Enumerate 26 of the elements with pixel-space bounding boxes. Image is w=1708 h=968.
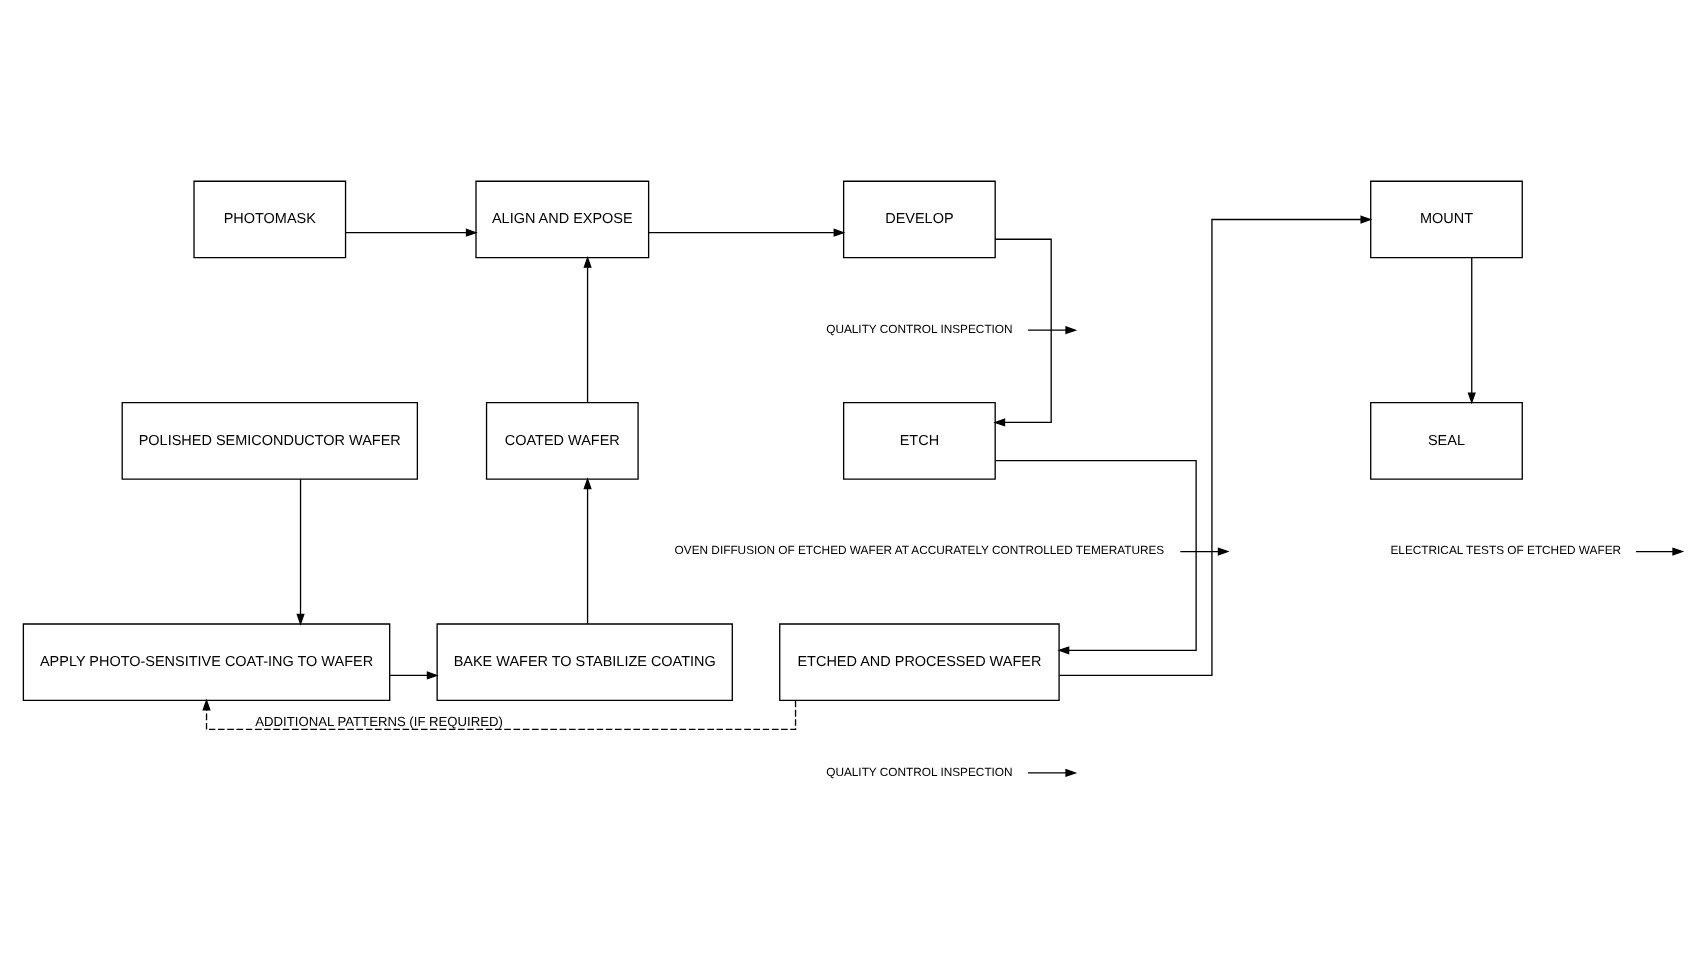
arrow [1058,214,1373,676]
node-box: BAKE WAFER TO STABILIZE COATING [436,622,733,701]
arrow [389,670,439,679]
arrow [1467,256,1476,404]
node-box: POLISHED SEMICONDUCTOR WAFER [121,400,419,479]
node-box: DEVELOP [843,179,996,258]
node-box: ALIGN AND EXPOSE [475,179,650,258]
arrow [1179,546,1230,555]
node-box: SEAL [1370,400,1523,479]
arrow [202,697,797,730]
arrow [648,227,846,236]
arrow [296,477,305,625]
arrow [1027,325,1078,334]
node-box: PHOTOMASK [193,179,347,258]
node-box: ETCH [843,400,996,479]
node-box: MOUNT [1370,179,1523,258]
arrow [345,227,478,236]
node-box: ETCHED AND PROCESSED WAFER [779,622,1060,701]
arrow [583,476,592,624]
node-box: COATED WAFER [485,400,639,479]
arrow [993,237,1052,426]
arrow [583,254,592,402]
node-box: APPLY PHOTO-SENSITIVE COAT-ING TO WAFER [22,622,391,701]
arrow [1635,546,1685,555]
arrow [1027,767,1078,777]
arrow [994,458,1197,654]
